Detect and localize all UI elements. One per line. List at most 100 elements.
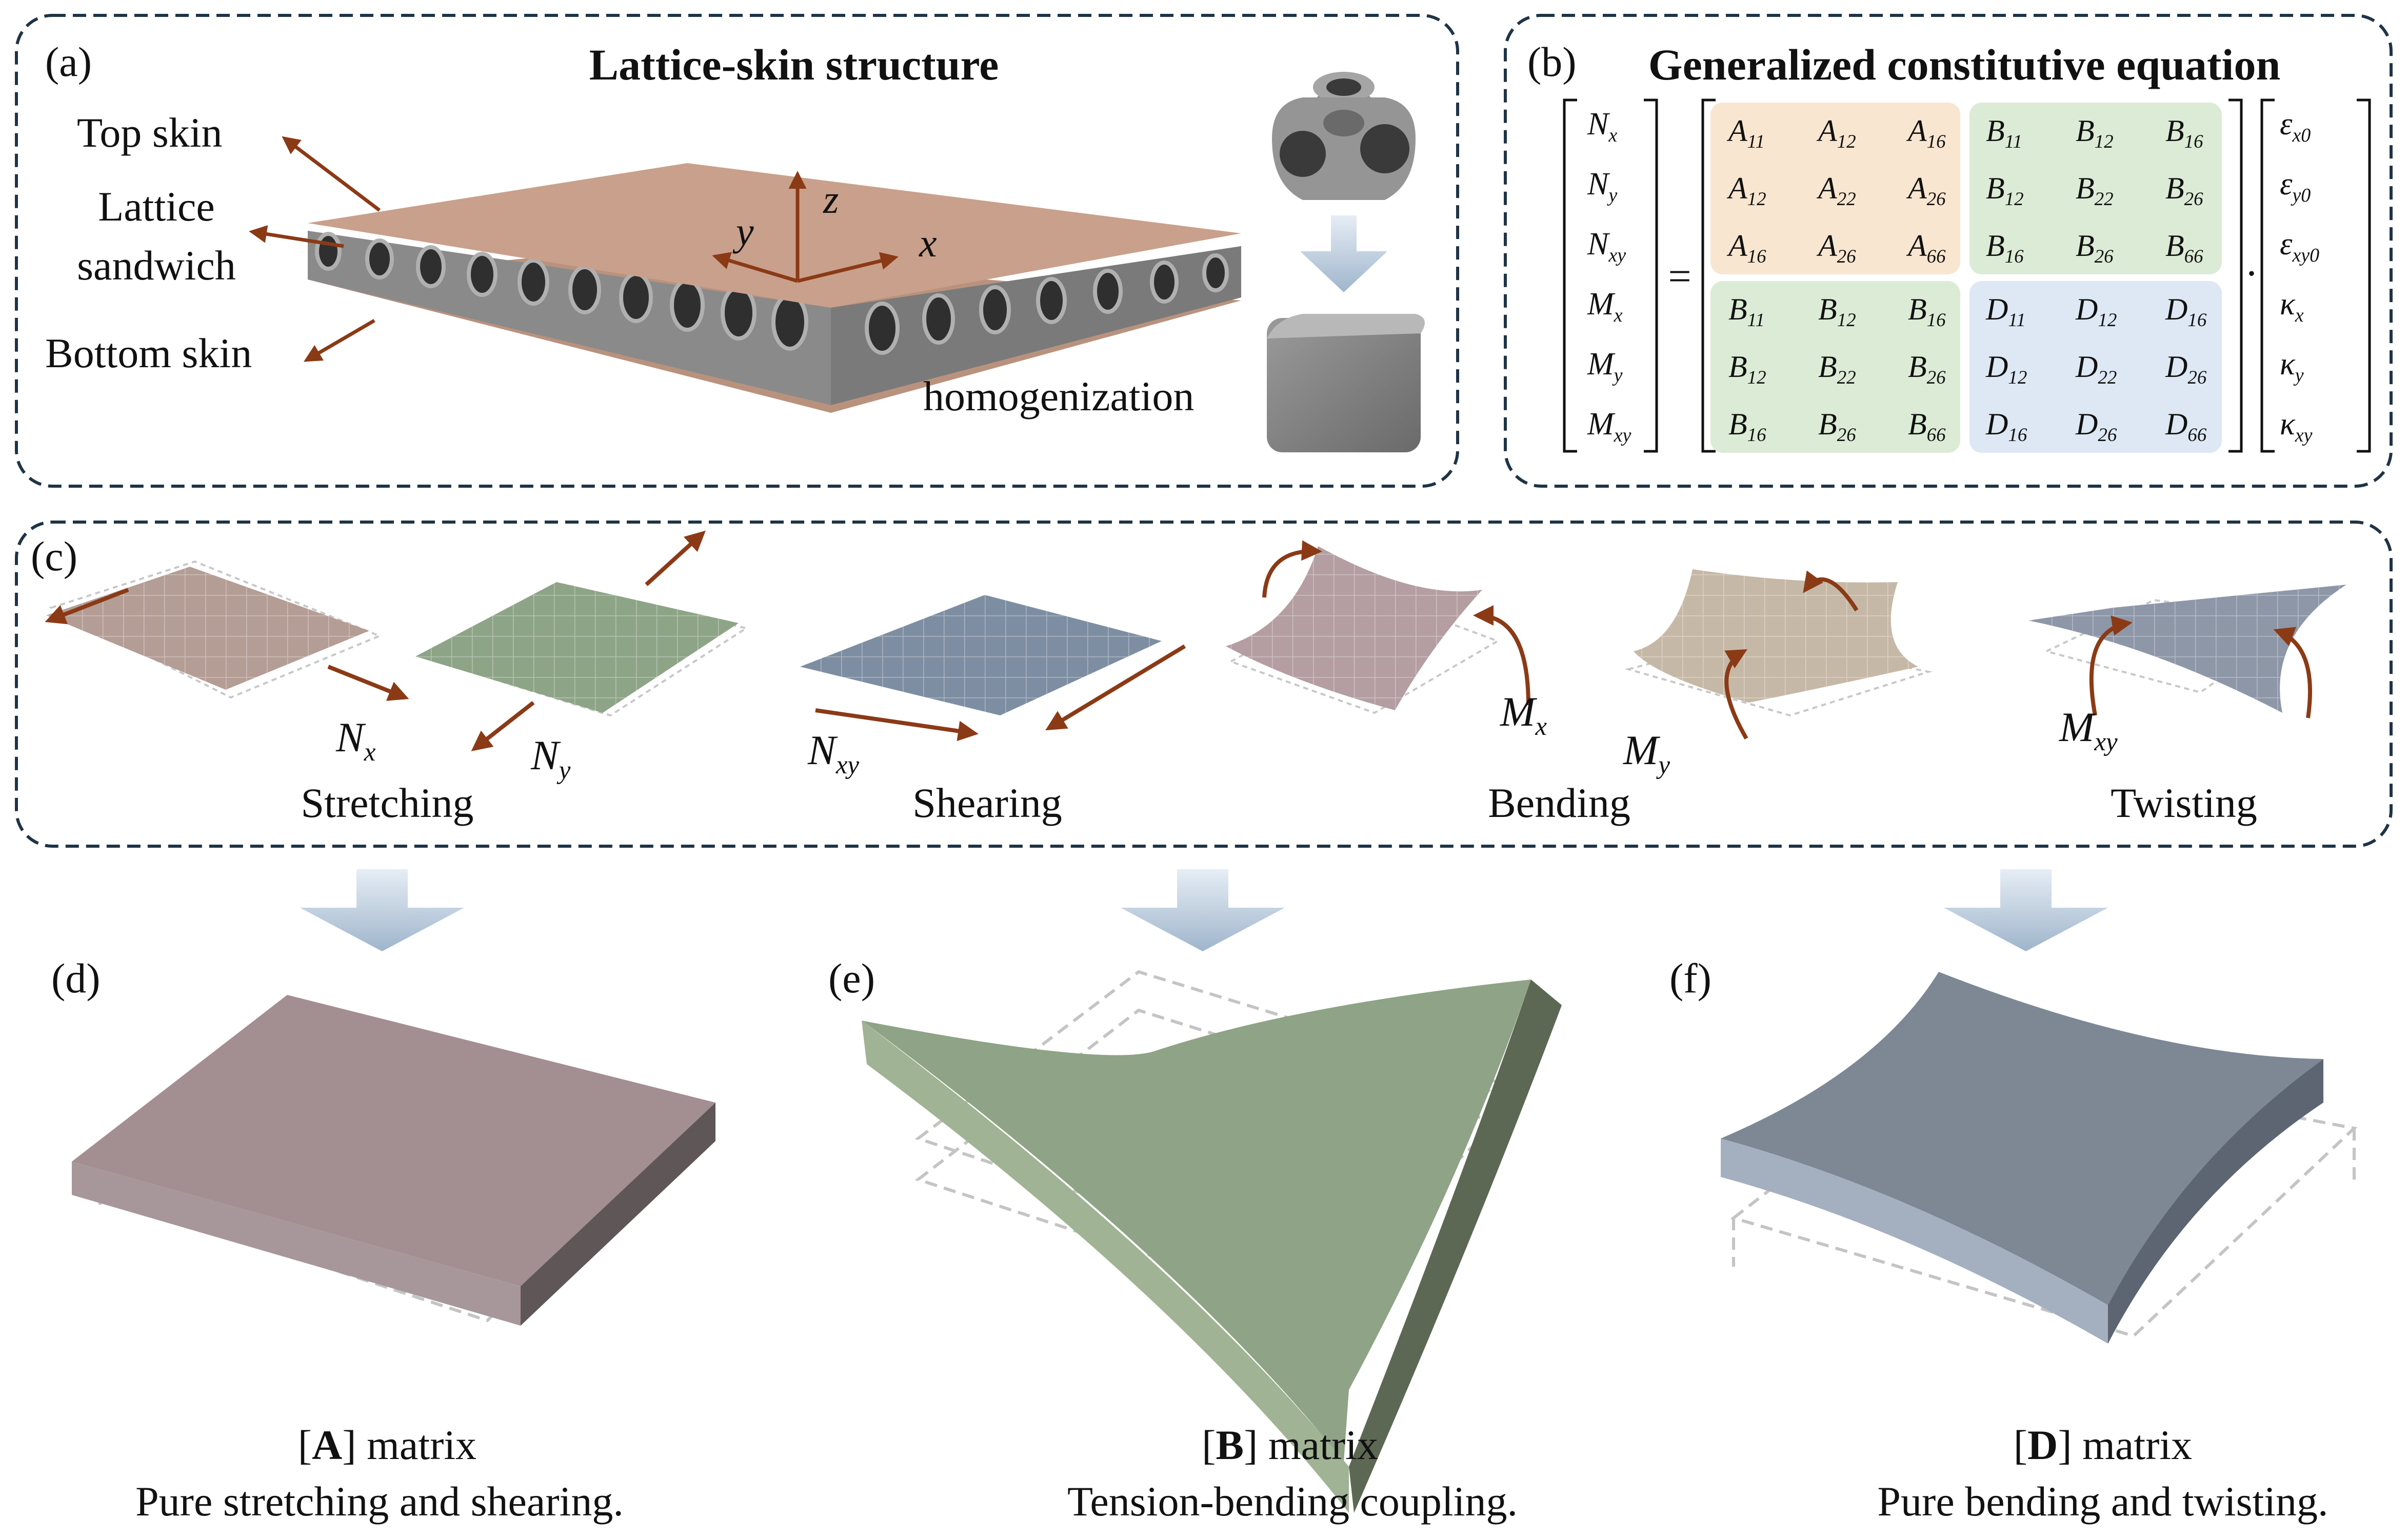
load-label-nxy: Nxy (807, 727, 859, 780)
panel-a-label: (a) (45, 38, 92, 85)
axis-z-label: z (823, 177, 839, 222)
force-Nx: Nx (1587, 107, 1617, 146)
nxy-arrow-right (1045, 644, 1186, 731)
strain-x0: εx0 (2280, 107, 2311, 146)
mxy-arrow-right (2273, 627, 2312, 718)
panel-c: (c) Nx Ny Stretching Nxy Shearing (15, 521, 2393, 848)
matrix-a-block (1710, 103, 1960, 274)
plate-f-top-surface (1721, 972, 2323, 1305)
panel-f-caption: Pure bending and twisting. (1877, 1478, 2328, 1525)
matrix-b-bottom-entry-12-r0c1: B12 (1818, 292, 1856, 331)
strain-y: κy (2280, 347, 2304, 386)
nx-arrow-right (327, 665, 409, 701)
panel-a: (a) Lattice-skin structure (15, 14, 1459, 488)
top-skin-sheet (308, 163, 1241, 308)
load-mxy-text: Mxy (2059, 704, 2118, 756)
matrix-b-top-entry-12-r1c0: B12 (1986, 171, 2024, 210)
panel-c-label: (c) (31, 533, 77, 580)
panel-d: (d) [A] matrix Pure stretching and shear… (51, 955, 717, 1525)
plate-e-top-surface (862, 980, 1531, 1462)
ny-arrow-up (645, 530, 706, 586)
panel-e: (e) [B] matrix Tension-bending coupling. (828, 955, 1562, 1525)
matrix-a-entry-16-r0c2: A16 (1906, 114, 1946, 152)
panel-a-frame (15, 14, 1459, 488)
plate-d-front (72, 1162, 521, 1326)
lattice-core-right (831, 246, 1241, 405)
strain-x: κx (2280, 287, 2304, 326)
force-vector-bracket-right (1644, 98, 1658, 453)
dot-operator: · (2245, 251, 2259, 296)
matrix-d-entry-26-r2c1: D26 (2075, 407, 2117, 446)
matrix-d-entry-22-r1c1: D22 (2075, 350, 2117, 388)
plate-e-side-edge (1349, 980, 1562, 1513)
lattice-sandwich-arrow (249, 225, 344, 248)
matrix-d-entry-16-r0c2: D16 (2165, 292, 2207, 331)
plate-nx (46, 560, 383, 699)
matrix-a-entry-26-r2c1: A26 (1816, 229, 1856, 267)
stretching-label: Stretching (301, 780, 473, 826)
plate-f-side-edge (2108, 1059, 2323, 1344)
load-ny-text: Ny (530, 732, 571, 785)
panel-e-matrix-label: [B] matrix (1202, 1422, 1378, 1468)
matrix-a-entry-22-r1c1: A22 (1816, 171, 1856, 210)
force-vector-bracket-left (1563, 98, 1577, 453)
strain-xy: κxy (2280, 407, 2313, 446)
matrix-d-block (1969, 281, 2222, 453)
strain-vector-bracket-left (2260, 98, 2275, 453)
load-nx-text: Nx (335, 714, 376, 767)
nx-arrow-left (45, 588, 129, 625)
stiffness-bracket-left (1701, 98, 1716, 453)
top-skin-label: Top skin (77, 109, 223, 156)
matrix-a-entry-66-r2c2: A66 (1906, 229, 1946, 267)
matrix-d-entry-12-r0c1: D12 (2075, 292, 2117, 331)
force-Nxy: Nxy (1587, 227, 1626, 266)
twisting-label: Twisting (2111, 780, 2257, 826)
matrix-d-entry-12-r1c0: D12 (1985, 350, 2027, 388)
plate-my (1624, 569, 1933, 717)
panel-d-caption: Pure stretching and shearing. (135, 1478, 624, 1525)
plate-mx (1226, 546, 1500, 714)
matrix-b-bottom-block (1710, 281, 1960, 453)
matrix-d-entry-11-r0c0: D11 (1985, 292, 2026, 331)
matrix-b-top-entry-66-r2c2: B66 (2165, 229, 2203, 267)
stiffness-bracket-right (2228, 98, 2243, 453)
force-Mxy: Mxy (1587, 407, 1631, 446)
panel-e-label: (e) (828, 955, 875, 1002)
plate-ny (415, 582, 749, 717)
matrix-b-top-entry-16-r2c0: B16 (1986, 229, 2024, 267)
top-skin-arrow (282, 136, 381, 212)
my-arrow-top (1803, 570, 1859, 612)
down-arrow-f (1944, 869, 2108, 951)
load-label-mxy: Mxy (2059, 704, 2118, 756)
matrix-b-bottom-entry-26-r2c1: B26 (1818, 407, 1856, 446)
nxy-arrow-bottom (815, 708, 979, 742)
force-Mx: Mx (1587, 287, 1623, 326)
matrix-b-top-entry-16-r0c2: B16 (2165, 114, 2203, 152)
matrix-b-bottom-entry-12-r1c0: B12 (1728, 350, 1766, 388)
panel-b-frame (1504, 14, 2393, 488)
bottom-skin-label: Bottom skin (45, 330, 252, 376)
panel-b-label: (b) (1527, 38, 1577, 85)
matrix-b-bottom-entry-22-r1c1: B22 (1818, 350, 1856, 388)
panel-b: (b) Generalized constitutive equation Nx… (1504, 14, 2393, 488)
lattice-sandwich-label-line2: sandwich (77, 242, 236, 289)
matrix-b-bottom-entry-26-r1c2: B26 (1908, 350, 1946, 388)
matrix-b-top-entry-26-r1c2: B26 (2165, 171, 2203, 210)
matrix-b-bottom-entry-16-r0c2: B16 (1908, 292, 1946, 331)
panel-f-matrix-label: [D] matrix (2014, 1422, 2192, 1468)
load-my-text: My (1623, 727, 1670, 780)
matrix-d-entry-16-r2c0: D16 (1985, 407, 2027, 446)
matrix-b-top-entry-12-r0c1: B12 (2076, 114, 2114, 152)
mx-arrow-left (1262, 540, 1322, 598)
matrix-a-entry-11-r0c0: A11 (1726, 114, 1765, 152)
matrix-b-top-entry-26-r2c1: B26 (2076, 229, 2114, 267)
strain-vector-bracket-right (2357, 98, 2371, 453)
matrix-b-bottom-entry-16-r2c0: B16 (1728, 407, 1766, 446)
plate-mxy (2028, 585, 2346, 713)
matrix-a-entry-12-r1c0: A12 (1726, 171, 1766, 210)
homogenization-label: homogenization (923, 373, 1194, 420)
ny-arrow-down (471, 701, 535, 751)
plate-nxy (800, 595, 1162, 715)
panel-e-caption: Tension-bending coupling. (1067, 1478, 1518, 1525)
